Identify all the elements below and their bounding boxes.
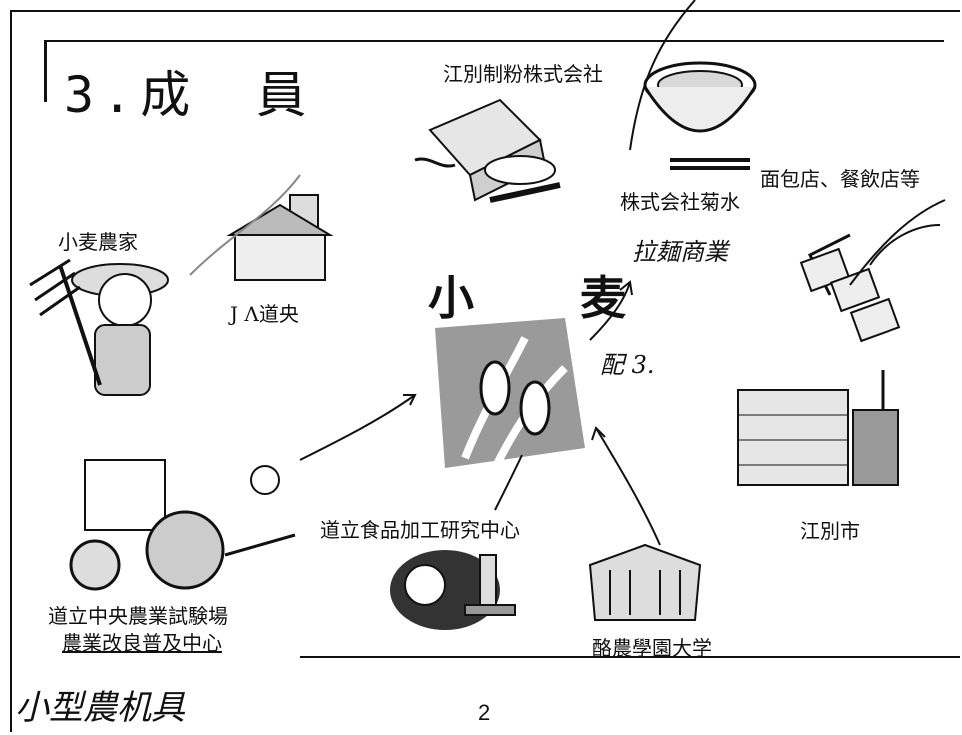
label-ebetsu-city: 江別市 [800,519,860,543]
label-agri-station-line1: 道立中央農業試験場 [48,604,228,628]
center-title: 小 麦 [428,271,656,325]
title-left-bar [44,40,47,102]
ebetsu-city-buildings-illustration [737,370,899,486]
tractor-illustration [69,459,296,591]
label-ebetsu-flour: 江別制粉株式会社 [443,62,603,86]
wheat-center-illustration [435,318,585,470]
label-ja: J Λ道央 [230,302,299,326]
footer-rule [300,656,960,658]
handwriting-kikusui-note: 拉麺商業 [632,238,728,266]
slide-title: 3.成 員 [64,66,315,124]
slide-frame [10,10,960,732]
ramen-bowl-illustration [643,61,757,170]
bread-wheat-illustration [799,199,946,343]
ja-barn-illustration [189,174,334,281]
page-number: 2 [478,700,491,725]
hand-drawn-curve [629,0,696,151]
label-food-center: 道立食品加工研究中心 [320,518,520,542]
university-illustration [588,543,702,621]
label-agri-station-line2: 農業改良普及中心 [62,631,222,655]
farmer-illustration [29,258,169,396]
label-kikusui: 株式会社菊水 [620,190,740,214]
flour-bag-illustration [414,98,561,203]
handwriting-bottom-note: 小型農机具 [15,688,185,728]
title-top-rule [44,40,944,42]
handwriting-arrow-note: 配 3. [600,351,655,379]
label-bakery: 面包店、餐飲店等 [760,167,920,191]
lab-illustration [390,550,516,630]
label-farmer: 小麦農家 [58,230,138,254]
